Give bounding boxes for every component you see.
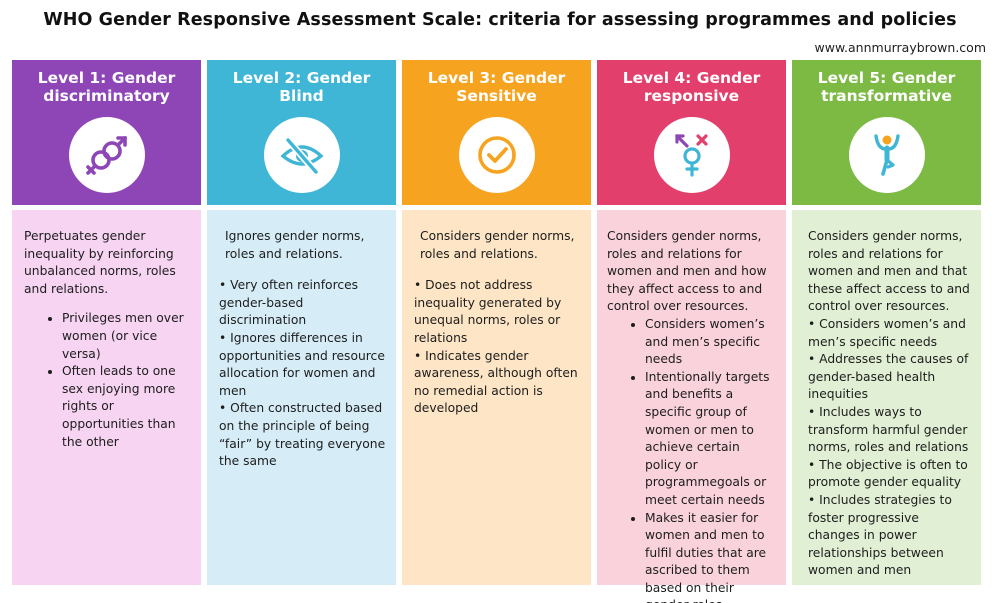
list-item: Makes it easier for women and men to ful… — [645, 510, 776, 603]
list-item: Considers women’s and men’s specific nee… — [645, 316, 776, 369]
level-2-intro: Ignores gender norms, roles and relation… — [225, 229, 365, 261]
level-1-header: Level 1: Gender discriminatory — [12, 60, 201, 205]
level-4-header: Level 4: Gender responsive — [597, 60, 786, 205]
level-1-description: Perpetuates gender inequality by reinfor… — [12, 210, 201, 585]
page-title: WHO Gender Responsive Assessment Scale: … — [43, 10, 957, 30]
level-1-bullet-list: Privileges men over women (or vice versa… — [24, 310, 191, 451]
eye-slash-icon — [263, 117, 340, 193]
list-item: • Often constructed based on the princip… — [219, 401, 386, 469]
linked-gender-symbols-icon — [68, 117, 145, 193]
list-item: • Includes ways to transform harmful gen… — [808, 404, 969, 455]
level-1-column: Level 1: Gender discriminatory Perpetuat… — [12, 60, 201, 585]
level-1-intro: Perpetuates gender inequality by reinfor… — [24, 229, 176, 296]
level-3-intro: Considers gender norms, roles and relati… — [420, 229, 575, 261]
level-4-title-line2: responsive — [643, 87, 740, 105]
level-5-title-line2: transformative — [821, 87, 952, 105]
level-5-intro: Considers gender norms, roles and relati… — [808, 229, 970, 314]
list-item: • Very often reinforces gender-based dis… — [219, 278, 359, 328]
list-item: • Ignores differences in opportunities a… — [219, 330, 385, 398]
level-2-title-line1: Level 2: Gender — [232, 69, 371, 87]
level-4-intro: Considers gender norms, roles and relati… — [607, 229, 767, 314]
level-3-description: Considers gender norms, roles and relati… — [402, 210, 591, 585]
level-4-description: Considers gender norms, roles and relati… — [597, 210, 786, 603]
level-5-description: Considers gender norms, roles and relati… — [792, 210, 981, 585]
gender-symbols-icon — [653, 117, 730, 193]
list-item: • Does not address inequality generated … — [414, 278, 562, 345]
list-item: • Addresses the causes of gender-based h… — [808, 352, 969, 402]
list-item: • Indicates gender awareness, although o… — [414, 348, 578, 416]
level-3-column: Level 3: Gender Sensitive Considers gend… — [402, 60, 591, 585]
level-1-title-line2: discriminatory — [43, 87, 170, 105]
level-4-bullet-list: Considers women’s and men’s specific nee… — [607, 316, 776, 603]
level-3-title-line2: Sensitive — [456, 87, 537, 105]
list-item: Intentionally targets and benefits a spe… — [645, 369, 776, 510]
level-2-header: Level 2: Gender Blind — [207, 60, 396, 205]
list-item: Privileges men over women (or vice versa… — [62, 310, 191, 363]
list-item: • The objective is often to promote gend… — [808, 457, 968, 490]
level-4-column: Level 4: Gender responsive Considers gen… — [597, 60, 786, 603]
level-4-title-line1: Level 4: Gender — [622, 69, 761, 87]
level-3-header: Level 3: Gender Sensitive — [402, 60, 591, 205]
level-2-title-line2: Blind — [279, 87, 324, 105]
level-3-title-line1: Level 3: Gender — [427, 69, 566, 87]
level-2-description: Ignores gender norms, roles and relation… — [207, 210, 396, 585]
person-figure-icon — [848, 117, 925, 193]
level-1-title-line1: Level 1: Gender — [37, 69, 176, 87]
check-circle-icon — [458, 117, 535, 193]
level-5-header: Level 5: Gender transformative — [792, 60, 981, 205]
website-url: www.annmurraybrown.com — [814, 40, 986, 55]
list-item: • Includes strategies to foster progress… — [808, 492, 952, 578]
list-item: Often leads to one sex enjoying more rig… — [62, 363, 191, 451]
level-5-column: Level 5: Gender transformative Considers… — [792, 60, 981, 585]
list-item: • Considers women’s and men’s specific n… — [808, 316, 966, 349]
level-5-title-line1: Level 5: Gender — [817, 69, 956, 87]
level-2-column: Level 2: Gender Blind Ignores gender nor… — [207, 60, 396, 585]
